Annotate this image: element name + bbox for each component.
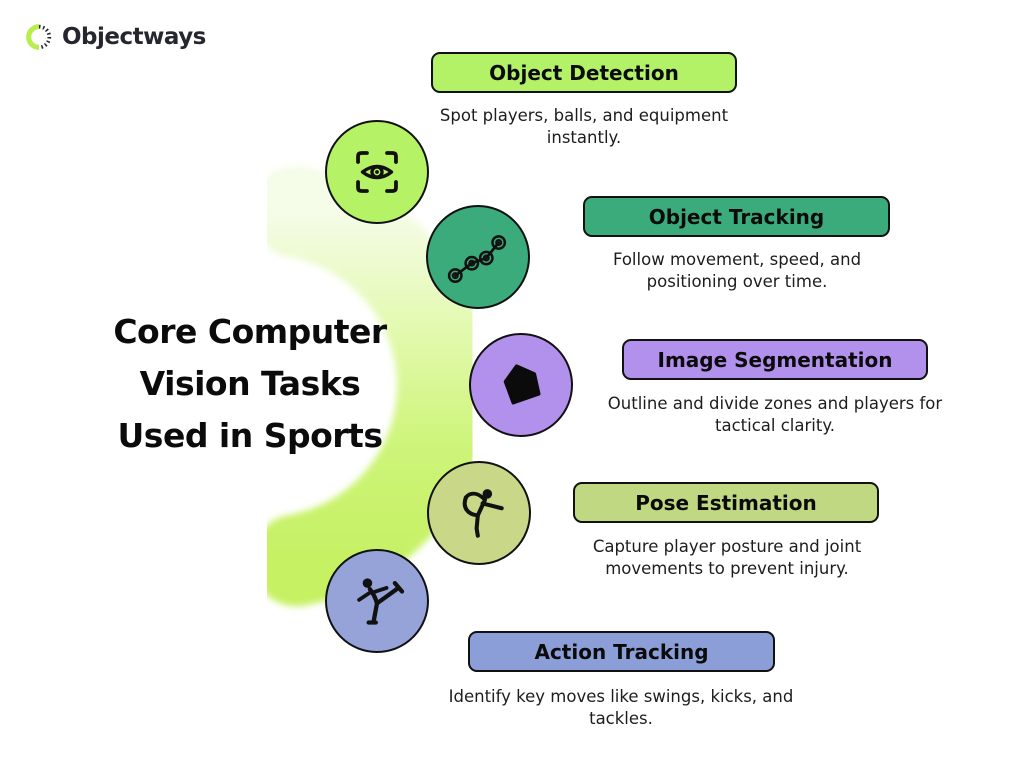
pill-image-segmentation: Image Segmentation <box>622 339 928 380</box>
desc-pose-estimation: Capture player posture and joint movemen… <box>592 537 862 578</box>
yoga-dancer-pose-icon <box>462 489 504 538</box>
circle-object-tracking <box>426 205 530 309</box>
pill-object-detection: Object Detection <box>431 52 737 93</box>
pill-pose-estimation: Pose Estimation <box>573 482 879 523</box>
pill-label: Image Segmentation <box>657 347 893 372</box>
pill-label: Action Tracking <box>534 639 709 664</box>
brand-logo: Objectways <box>24 22 206 52</box>
title-line-2: Vision Tasks <box>139 364 361 403</box>
tracking-path-nodes-icon <box>447 235 507 284</box>
pill-label: Pose Estimation <box>635 490 817 515</box>
desc-image-segmentation: Outline and divide zones and players for… <box>607 394 943 435</box>
objectways-ring-icon <box>26 24 52 50</box>
pill-action-tracking: Action Tracking <box>468 631 775 672</box>
desc-action-tracking: Identify key moves like swings, kicks, a… <box>448 687 794 728</box>
pill-label: Object Tracking <box>648 204 825 229</box>
desc-object-tracking: Follow movement, speed, and positioning … <box>612 250 862 291</box>
circle-image-segmentation <box>469 333 573 437</box>
martial-arts-kick-icon <box>357 578 405 625</box>
title-line-3: Used in Sports <box>117 416 383 455</box>
pill-label: Object Detection <box>489 60 679 85</box>
eye-scan-icon <box>356 151 398 193</box>
circle-action-tracking <box>325 549 429 653</box>
page-title: Core Computer Vision Tasks Used in Sport… <box>40 306 460 462</box>
pill-object-tracking: Object Tracking <box>583 196 890 237</box>
desc-object-detection: Spot players, balls, and equipment insta… <box>439 106 729 147</box>
title-line-1: Core Computer <box>113 312 387 351</box>
segmentation-mask-polygon-icon <box>503 364 541 405</box>
circle-object-detection <box>325 120 429 224</box>
brand-name: Objectways <box>62 24 206 50</box>
circle-pose-estimation <box>427 461 531 565</box>
